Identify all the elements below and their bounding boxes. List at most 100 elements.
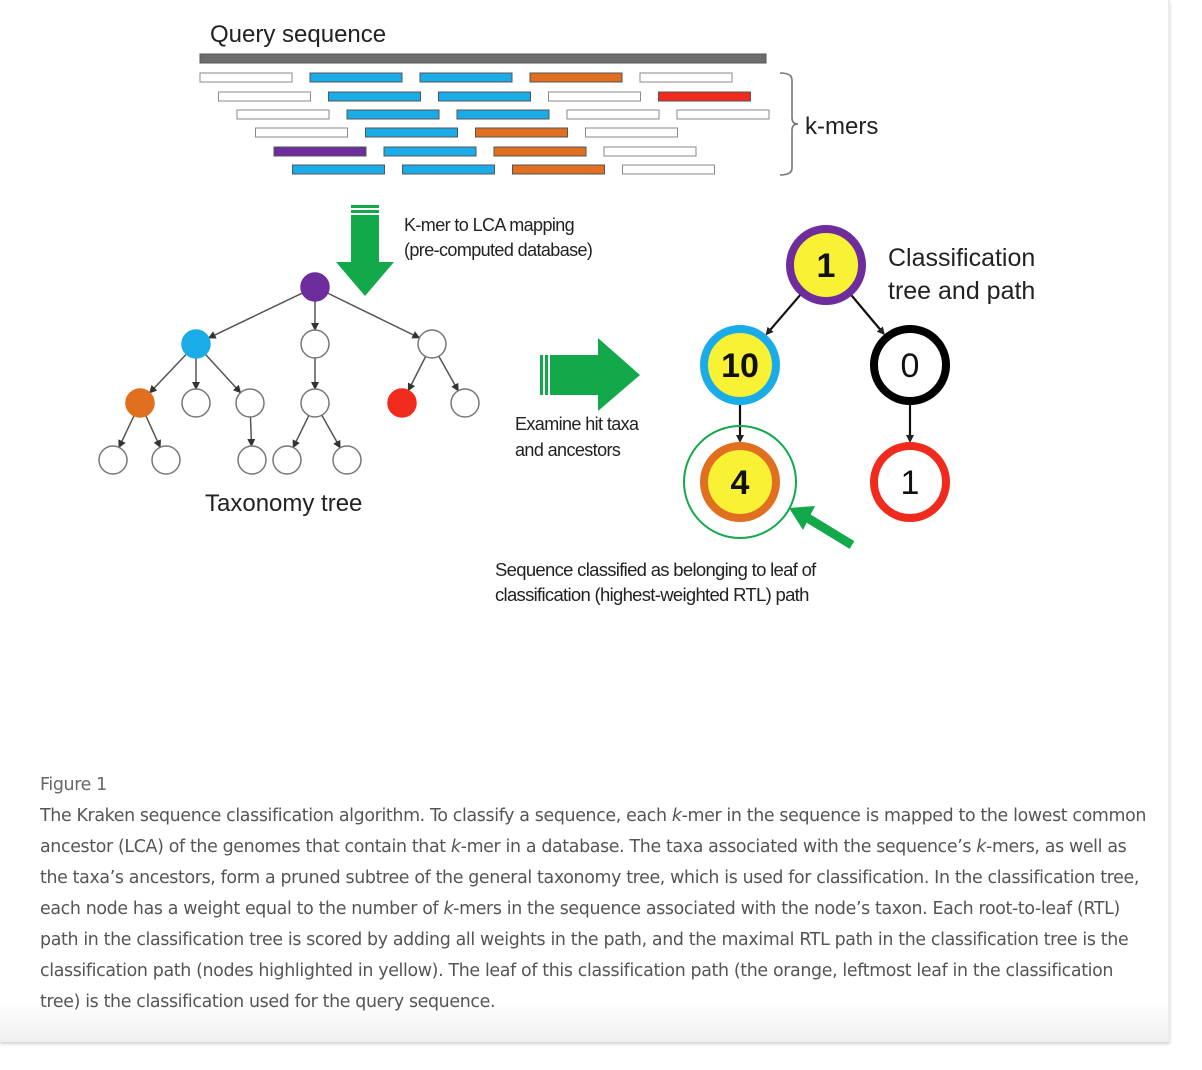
- node-weight: 1: [817, 247, 836, 285]
- kmer-purple: [273, 146, 367, 157]
- kmers-label: k-mers: [805, 113, 878, 140]
- kmer-blue: [365, 127, 458, 138]
- kmer-blue: [346, 109, 440, 120]
- classification-label-line1: Classification: [888, 244, 1035, 272]
- kmer-white: [255, 127, 348, 138]
- caption-italic: k: [976, 837, 987, 857]
- taxonomy-edge: [438, 355, 459, 392]
- taxonomy-node-white: [300, 329, 330, 359]
- taxonomy-node-white: [272, 445, 302, 475]
- node-weight: 0: [901, 347, 920, 385]
- taxonomy-node-white: [450, 388, 480, 418]
- kmer-orange: [493, 146, 587, 157]
- kmer-rows: [199, 72, 770, 175]
- kmer-orange: [529, 72, 623, 83]
- figure-card: Query sequence k-mers K-mer to LCA mappi…: [0, 0, 1170, 1042]
- taxonomy-node-white: [332, 445, 362, 475]
- caption-italic: k: [671, 806, 682, 826]
- kmers-bracket: [779, 72, 799, 176]
- taxonomy-edge: [321, 414, 341, 449]
- caption-segment: -mer in the sequence is mapped to the lo…: [40, 806, 1147, 857]
- taxonomy-node-white: [181, 388, 211, 418]
- taxonomy-node-purple: [300, 272, 330, 302]
- kmer-blue: [402, 164, 495, 175]
- kmer-blue: [456, 109, 550, 120]
- node-weight: 10: [721, 347, 759, 385]
- kmer-orange: [512, 164, 605, 175]
- taxonomy-edge: [247, 416, 256, 448]
- kmer-orange: [475, 127, 568, 138]
- kmer-blue: [292, 164, 385, 175]
- caption-segment: -mers, as well as the taxa’s ancestors, …: [40, 837, 1140, 919]
- taxonomy-edge: [407, 356, 427, 392]
- taxonomy-node-blue: [181, 329, 211, 359]
- kmer-white: [603, 146, 697, 157]
- taxonomy-edge: [207, 292, 303, 339]
- kmer-blue: [309, 72, 403, 83]
- query-sequence-bar: [199, 53, 767, 64]
- classification-node: 1: [870, 442, 950, 522]
- kmer-white: [676, 109, 770, 120]
- node-circle-red: [870, 442, 950, 522]
- down-arrow-icon: [336, 205, 394, 296]
- caption-segment: -mer in a database. The taxa associated …: [460, 837, 977, 857]
- right-arrow-icon: [540, 338, 640, 411]
- classification-edge: [765, 293, 802, 336]
- node-weight: 1: [901, 464, 920, 502]
- taxonomy-node-white: [300, 388, 330, 418]
- caption-segment: -mers in the sequence associated with th…: [40, 899, 1129, 1012]
- caption-italic: k: [450, 837, 461, 857]
- taxonomy-node-white: [98, 445, 128, 475]
- taxonomy-node-red: [387, 388, 417, 418]
- kmer-blue: [383, 146, 477, 157]
- kmer-white: [218, 91, 311, 102]
- kmer-white: [548, 91, 641, 102]
- pointer-arrow-icon: [789, 506, 855, 549]
- figure-number: Figure 1: [40, 775, 107, 795]
- kmer-blue: [438, 91, 531, 102]
- taxonomy-tree-label: Taxonomy tree: [205, 490, 362, 517]
- kmer-white: [585, 127, 678, 138]
- taxonomy-edge: [204, 353, 242, 394]
- taxonomy-tree: [98, 272, 480, 475]
- kmer-white: [639, 72, 733, 83]
- taxonomy-edge: [145, 415, 161, 449]
- query-sequence-label: Query sequence: [210, 21, 386, 48]
- taxonomy-edge: [148, 353, 187, 394]
- mapping-label-line1: K-mer to LCA mapping: [404, 215, 574, 235]
- taxonomy-edge: [292, 415, 310, 449]
- classification-label-line2: tree and path: [888, 277, 1035, 305]
- taxonomy-edges: [118, 292, 459, 449]
- taxonomy-edge: [118, 415, 135, 449]
- kmer-white: [622, 164, 715, 175]
- kmer-blue: [328, 91, 421, 102]
- classification-node: 1: [786, 225, 866, 305]
- mapping-label-line2: (pre-computed database): [404, 240, 592, 260]
- taxonomy-node-orange: [125, 388, 155, 418]
- kmer-white: [199, 72, 293, 83]
- classification-tree: 1 10 0 4 1: [683, 225, 950, 539]
- classification-node: 10: [700, 325, 780, 405]
- node-circle-blue: [700, 325, 780, 405]
- kmer-white: [236, 109, 330, 120]
- node-circle-purple: [786, 225, 866, 305]
- node-circle-black: [870, 325, 950, 405]
- kmer-blue: [419, 72, 513, 83]
- figure-caption: Figure 1 The Kraken sequence classificat…: [40, 770, 1150, 1018]
- selected-ring: [683, 425, 797, 539]
- examine-label-line1: Examine hit taxa: [515, 414, 640, 434]
- kraken-figure: Query sequence k-mers K-mer to LCA mappi…: [98, 21, 1035, 605]
- classification-node: 4: [683, 425, 797, 539]
- classification-edge: [850, 294, 885, 336]
- taxonomy-edge: [327, 292, 421, 339]
- classification-node: 0: [870, 325, 950, 405]
- examine-label-line2: and ancestors: [515, 440, 621, 460]
- caption-segment: The Kraken sequence classification algor…: [40, 806, 672, 826]
- taxonomy-node-white: [235, 388, 265, 418]
- node-weight: 4: [731, 464, 750, 502]
- kmer-red: [658, 91, 751, 102]
- kmer-white: [566, 109, 660, 120]
- result-label-line2: classification (highest-weighted RTL) pa…: [495, 584, 809, 605]
- caption-text: The Kraken sequence classification algor…: [40, 801, 1150, 1018]
- result-label-line1: Sequence classified as belonging to leaf…: [495, 559, 817, 580]
